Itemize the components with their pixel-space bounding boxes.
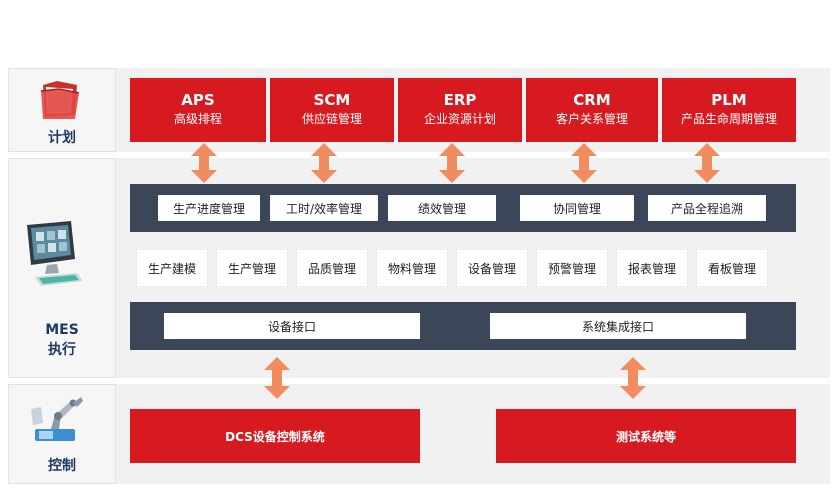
device-interface-box: 设备接口	[164, 313, 420, 339]
mes-core-module: 生产建模	[137, 250, 207, 286]
folder-stack-icon	[40, 81, 80, 119]
mes-top-module: 生产进度管理	[158, 195, 260, 221]
plan-system-aps: APS 高级排程	[130, 78, 266, 142]
plan-system-code: CRM	[573, 91, 611, 109]
mes-top-module: 工时/效率管理	[270, 195, 378, 221]
plan-system-code: ERP	[443, 91, 477, 109]
plan-system-name: 客户关系管理	[555, 112, 628, 126]
computer-monitor-icon	[27, 221, 83, 286]
mes-core-module: 物料管理	[377, 250, 447, 286]
mes-core-module: 品质管理	[297, 250, 367, 286]
control-layer-cell: 控制	[8, 384, 116, 484]
plan-system-plm: PLM 产品生命周期管理	[662, 78, 796, 142]
dcs-control-system-box: DCS设备控制系统	[130, 409, 420, 463]
plan-system-code: SCM	[313, 91, 351, 109]
mes-top-module: 协同管理	[520, 195, 634, 221]
exec-layer-cell: MES 执行	[8, 158, 116, 378]
control-layer-label: 控制	[48, 458, 76, 474]
mes-top-module: 产品全程追溯	[648, 195, 766, 221]
double-arrow-icon	[620, 357, 646, 399]
double-arrow-icon	[264, 357, 290, 399]
plan-system-code: PLM	[711, 91, 747, 109]
mes-core-module: 生产管理	[217, 250, 287, 286]
plan-layer-label: 计划	[48, 130, 76, 146]
plan-system-name: 企业资源计划	[423, 112, 496, 126]
plan-system-crm: CRM 客户关系管理	[526, 78, 658, 142]
plan-system-name: 产品生命周期管理	[680, 112, 777, 126]
double-arrow-icon	[439, 143, 465, 183]
double-arrow-icon	[694, 143, 720, 183]
plan-system-scm: SCM 供应链管理	[270, 78, 394, 142]
robot-arm-icon	[31, 397, 83, 441]
plan-system-code: APS	[181, 91, 215, 109]
exec-layer-label-top: MES	[45, 322, 79, 338]
double-arrow-icon	[191, 143, 217, 183]
mes-core-module: 报表管理	[617, 250, 687, 286]
mes-core-module: 预警管理	[537, 250, 607, 286]
plan-system-name: 高级排程	[173, 112, 222, 126]
exec-layer-label-bottom: 执行	[48, 342, 76, 358]
plan-system-erp: ERP 企业资源计划	[398, 78, 522, 142]
plan-system-name: 供应链管理	[301, 112, 362, 126]
mes-top-module: 绩效管理	[388, 195, 496, 221]
double-arrow-icon	[571, 143, 597, 183]
test-system-box: 测试系统等	[496, 409, 796, 463]
double-arrow-icon	[311, 143, 337, 183]
mes-core-module: 设备管理	[457, 250, 527, 286]
plan-layer-cell: 计划	[8, 68, 116, 152]
system-integration-interface-box: 系统集成接口	[490, 313, 746, 339]
mes-core-module: 看板管理	[697, 250, 767, 286]
